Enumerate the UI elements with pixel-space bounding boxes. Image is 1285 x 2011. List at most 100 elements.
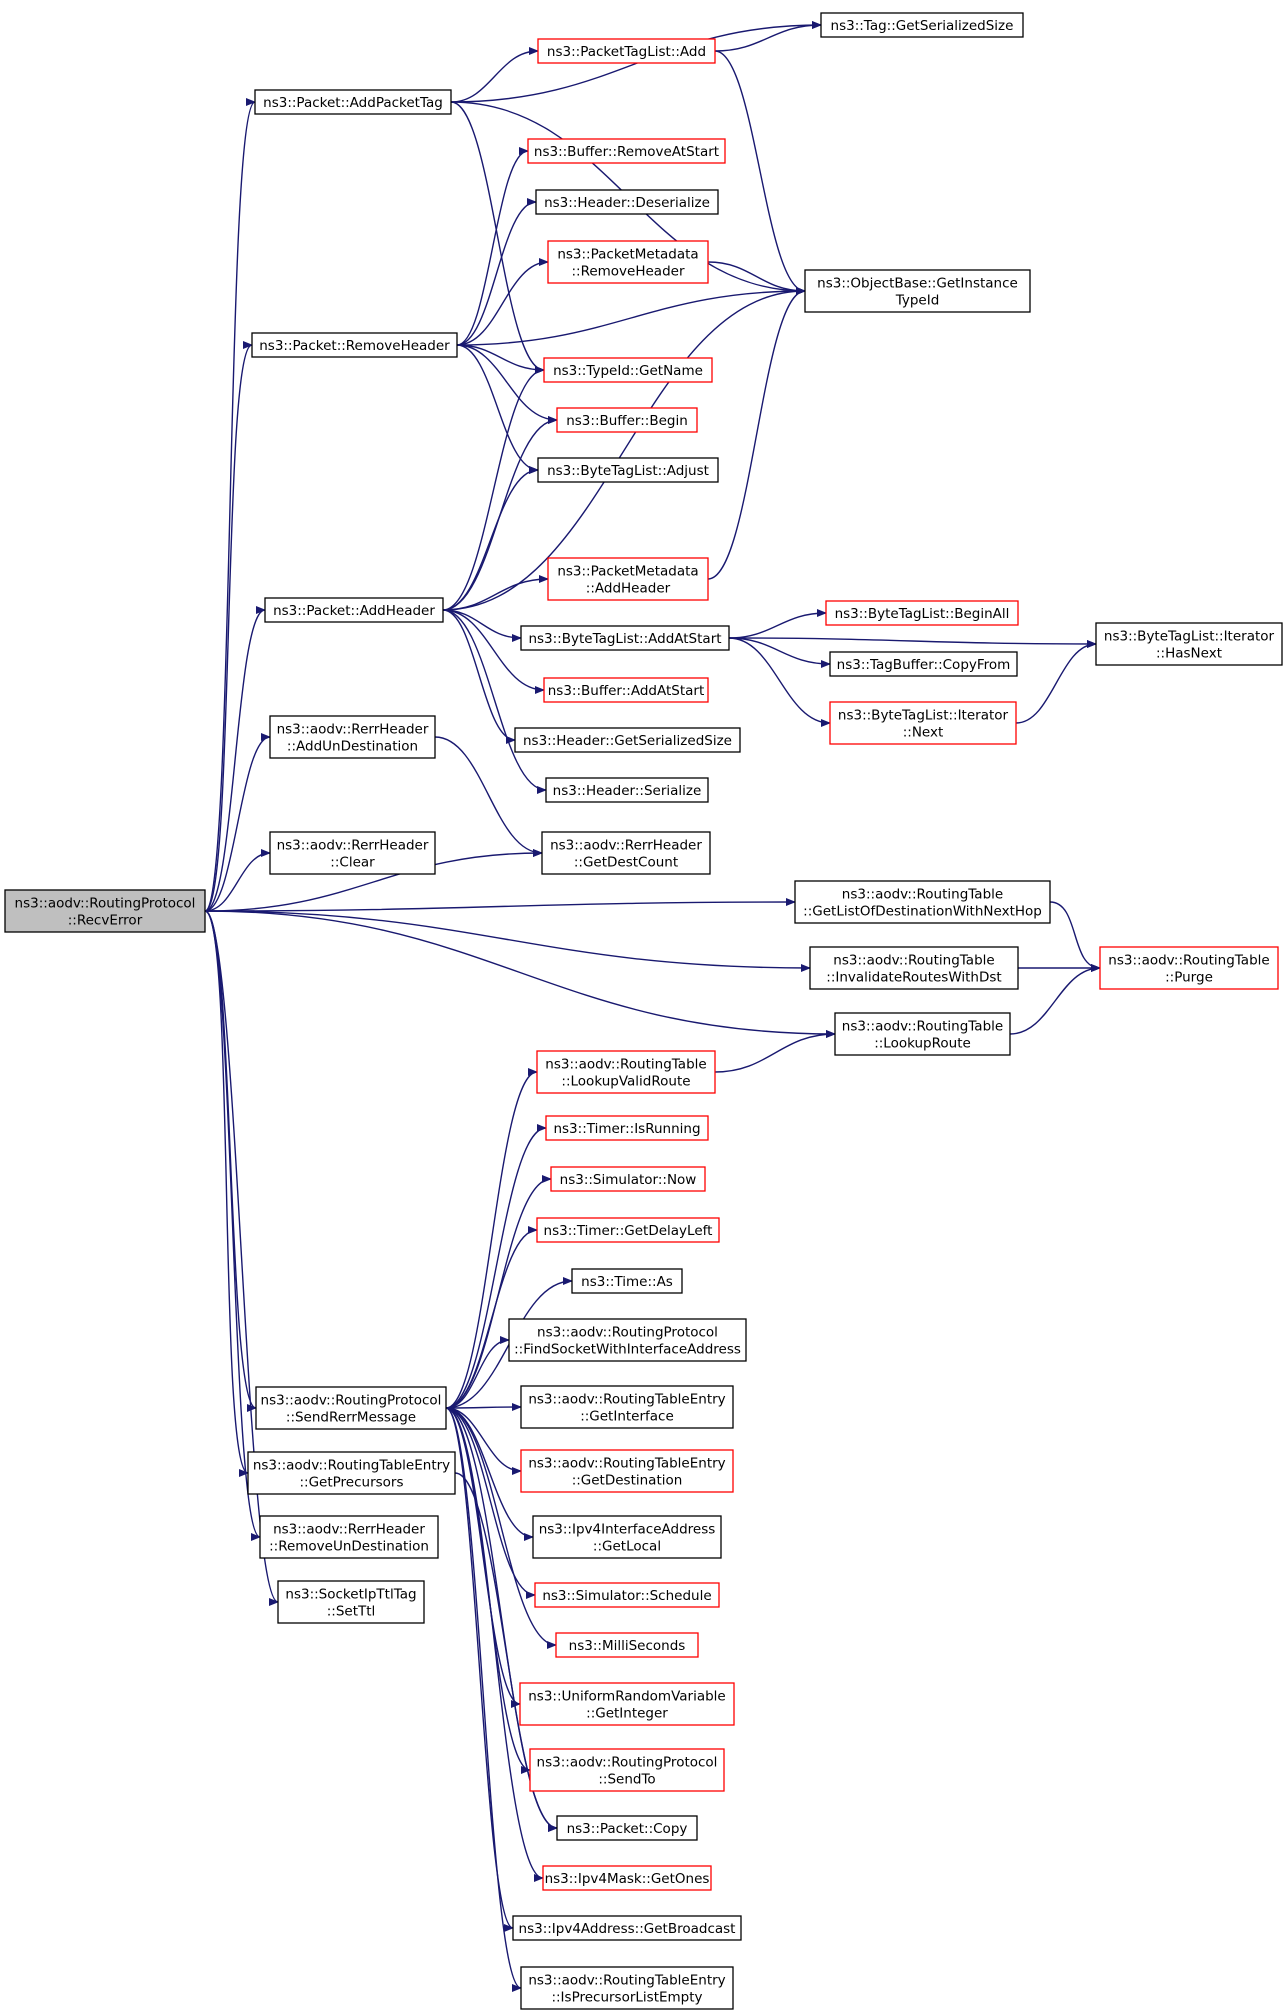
node-ns3-socketipttltag-setttl[interactable]: ns3::SocketIpTtlTag::SetTtl [277, 1580, 425, 1624]
node-ns3-uniformrandomvariable-getinteger[interactable]: ns3::UniformRandomVariable::GetInteger [519, 1682, 735, 1726]
node-ns3-packet-removeheader[interactable]: ns3::Packet::RemoveHeader [251, 332, 458, 358]
node-ns3-aodv-routingtableentry-getdestination[interactable]: ns3::aodv::RoutingTableEntry::GetDestina… [520, 1449, 734, 1493]
node-label: ns3::Header::GetSerializedSize [523, 733, 732, 749]
node-label: ns3::Timer::GetDelayLeft [544, 1223, 713, 1239]
edge-rtLookup-to-rtPurge [1009, 964, 1101, 1035]
node-label: ::LookupRoute [874, 1036, 971, 1052]
edge-root-to-rerrAddUn [204, 733, 271, 912]
node-label: ns3::Buffer::AddAtStart [548, 683, 705, 699]
node-ns3-bytetaglist-iterator-next[interactable]: ns3::ByteTagList::Iterator::Next [829, 701, 1017, 745]
node-ns3-timer-isrunning[interactable]: ns3::Timer::IsRunning [545, 1115, 709, 1141]
node-ns3-time-as[interactable]: ns3::Time::As [571, 1268, 683, 1294]
edge-addHeader-to-hdrSerSize [442, 609, 516, 744]
node-label: ns3::PacketMetadata [557, 564, 698, 580]
node-ns3-aodv-routingprotocol-sendto[interactable]: ns3::aodv::RoutingProtocol::SendTo [529, 1748, 725, 1792]
node-label: ns3::ByteTagList::Iterator [838, 708, 1009, 724]
node-label: ::GetInterface [580, 1409, 674, 1425]
node-box [1099, 946, 1279, 990]
edge-sendRerr-to-findSocket [445, 1336, 510, 1409]
node-box [247, 1451, 456, 1495]
node-ns3-aodv-routingtable-getlistofdestinationwithnexthop[interactable]: ns3::aodv::RoutingTable::GetListOfDestin… [794, 880, 1051, 924]
node-ns3-aodv-rerrheader-getdestcount[interactable]: ns3::aodv::RerrHeader::GetDestCount [541, 831, 711, 875]
node-box [825, 600, 1019, 626]
node-ns3-aodv-routingprotocol-findsocketwithinterfaceaddress[interactable]: ns3::aodv::RoutingProtocol::FindSocketWi… [508, 1318, 747, 1362]
node-ns3-simulator-schedule[interactable]: ns3::Simulator::Schedule [534, 1582, 720, 1608]
node-ns3-bytetaglist-addatstart[interactable]: ns3::ByteTagList::AddAtStart [520, 625, 730, 651]
node-box [512, 1915, 742, 1941]
node-box [547, 557, 709, 601]
node-ns3-aodv-rerrheader-removeundestination[interactable]: ns3::aodv::RerrHeader::RemoveUnDestinati… [259, 1515, 439, 1559]
node-ns3-timer-getdelayleft[interactable]: ns3::Timer::GetDelayLeft [536, 1217, 720, 1243]
node-ns3-milliseconds[interactable]: ns3::MilliSeconds [555, 1632, 699, 1658]
node-label: ns3::TagBuffer::CopyFrom [837, 657, 1011, 673]
node-box [508, 1318, 747, 1362]
node-ns3-simulator-now[interactable]: ns3::Simulator::Now [550, 1166, 706, 1192]
node-ns3-aodv-routingprotocol-sendrerrmessage[interactable]: ns3::aodv::RoutingProtocol::SendRerrMess… [255, 1386, 447, 1430]
node-ns3-aodv-routingtable-lookupvalidroute[interactable]: ns3::aodv::RoutingTable::LookupValidRout… [536, 1050, 716, 1094]
node-label: ns3::Time::As [581, 1274, 673, 1290]
node-ns3-header-deserialize[interactable]: ns3::Header::Deserialize [535, 189, 719, 215]
node-ns3-ipv4address-getbroadcast[interactable]: ns3::Ipv4Address::GetBroadcast [512, 1915, 742, 1941]
node-label: ::SendRerrMessage [286, 1410, 416, 1426]
node-ns3-packetmetadata-addheader[interactable]: ns3::PacketMetadata::AddHeader [547, 557, 709, 601]
node-ns3-packettaglist-add[interactable]: ns3::PacketTagList::Add [537, 38, 716, 64]
edge-root-to-rerrClear [204, 849, 271, 912]
node-ns3-aodv-routingtable-invalidaterouteswithdst[interactable]: ns3::aodv::RoutingTable::InvalidateRoute… [809, 946, 1019, 990]
edge-addHeader-to-typeIdName [442, 366, 545, 611]
edge-root-to-rtLookup [204, 910, 836, 1038]
node-ns3-aodv-routingtableentry-isprecursorlistempty[interactable]: ns3::aodv::RoutingTableEntry::IsPrecurso… [520, 1966, 734, 2010]
edge-pmAdd-to-objBase [707, 287, 806, 580]
node-ns3-buffer-removeatstart[interactable]: ns3::Buffer::RemoveAtStart [527, 138, 726, 164]
node-box [519, 1682, 735, 1726]
edge-removeHeader-to-btlAdjust [456, 344, 539, 474]
node-ns3-tag-getserializedsize[interactable]: ns3::Tag::GetSerializedSize [820, 12, 1024, 38]
node-ns3-aodv-routingtableentry-getprecursors[interactable]: ns3::aodv::RoutingTableEntry::GetPrecurs… [247, 1451, 456, 1495]
edge-sendRerr-to-rteGetIf [445, 1403, 522, 1412]
node-box [543, 677, 709, 703]
node-ns3-typeid-getname[interactable]: ns3::TypeId::GetName [543, 357, 713, 383]
node-box [556, 407, 698, 433]
node-label: ::LookupValidRoute [561, 1074, 690, 1090]
node-ns3-header-getserializedsize[interactable]: ns3::Header::GetSerializedSize [514, 727, 741, 753]
edge-rtLookupValid-to-rtLookup [714, 1030, 836, 1073]
node-box [259, 1515, 439, 1559]
node-box [527, 138, 726, 164]
node-ns3-aodv-routingtable-lookuproute[interactable]: ns3::aodv::RoutingTable::LookupRoute [834, 1012, 1011, 1056]
node-ns3-bytetaglist-iterator-hasnext[interactable]: ns3::ByteTagList::Iterator::HasNext [1095, 622, 1283, 666]
node-ns3-tagbuffer-copyfrom[interactable]: ns3::TagBuffer::CopyFrom [829, 651, 1018, 677]
node-ns3-packet-addpackettag[interactable]: ns3::Packet::AddPacketTag [254, 89, 452, 115]
edge-removeHeader-to-bufBegin [456, 344, 558, 424]
node-ns3-packet-addheader[interactable]: ns3::Packet::AddHeader [264, 597, 444, 623]
node-ns3-buffer-begin[interactable]: ns3::Buffer::Begin [556, 407, 698, 433]
node-label: ::SetTtl [327, 1604, 376, 1620]
node-box [535, 189, 719, 215]
node-label: ns3::aodv::RoutingTableEntry [528, 1456, 725, 1472]
node-box [520, 1385, 734, 1429]
node-ns3-aodv-rerrheader-clear[interactable]: ns3::aodv::RerrHeader::Clear [269, 831, 436, 875]
node-ns3-aodv-routingtable-purge[interactable]: ns3::aodv::RoutingTable::Purge [1099, 946, 1279, 990]
node-ns3-ipv4mask-getones[interactable]: ns3::Ipv4Mask::GetOnes [542, 1865, 712, 1891]
node-label: ns3::ObjectBase::GetInstance [817, 276, 1018, 292]
node-ns3-ipv4interfaceaddress-getlocal[interactable]: ns3::Ipv4InterfaceAddress::GetLocal [532, 1515, 722, 1559]
node-ns3-bytetaglist-beginall[interactable]: ns3::ByteTagList::BeginAll [825, 600, 1019, 626]
node-label: ns3::ByteTagList::Adjust [547, 463, 709, 479]
node-ns3-aodv-routingtableentry-getinterface[interactable]: ns3::aodv::RoutingTableEntry::GetInterfa… [520, 1385, 734, 1429]
node-label: ns3::aodv::RoutingProtocol [537, 1755, 718, 1771]
node-ns3-aodv-routingprotocol-recverror[interactable]: ns3::aodv::RoutingProtocol::RecvError [4, 889, 206, 933]
node-layer: ns3::aodv::RoutingProtocol::RecvErrorns3… [4, 12, 1283, 2010]
node-ns3-bytetaglist-adjust[interactable]: ns3::ByteTagList::Adjust [537, 457, 719, 483]
node-ns3-buffer-addatstart[interactable]: ns3::Buffer::AddAtStart [543, 677, 709, 703]
edge-getPrecursors-to-pktCopy [454, 1472, 558, 1832]
edge-addHeader-to-btlAdjust [442, 466, 539, 611]
edge-rerrAddUn-to-rerrDestCount [434, 736, 543, 857]
node-ns3-packetmetadata-removeheader[interactable]: ns3::PacketMetadata::RemoveHeader [547, 240, 709, 284]
edge-sendRerr-to-rtePrecEmpty [445, 1407, 522, 1992]
node-ns3-aodv-rerrheader-addundestination[interactable]: ns3::aodv::RerrHeader::AddUnDestination [269, 715, 436, 759]
node-ns3-header-serialize[interactable]: ns3::Header::Serialize [545, 777, 709, 803]
node-ns3-packet-copy[interactable]: ns3::Packet::Copy [556, 1815, 698, 1841]
node-label: ns3::aodv::RoutingTableEntry [253, 1458, 450, 1474]
node-label: TypeId [895, 293, 940, 309]
node-box [264, 597, 444, 623]
node-label: ::RemoveHeader [571, 264, 684, 280]
